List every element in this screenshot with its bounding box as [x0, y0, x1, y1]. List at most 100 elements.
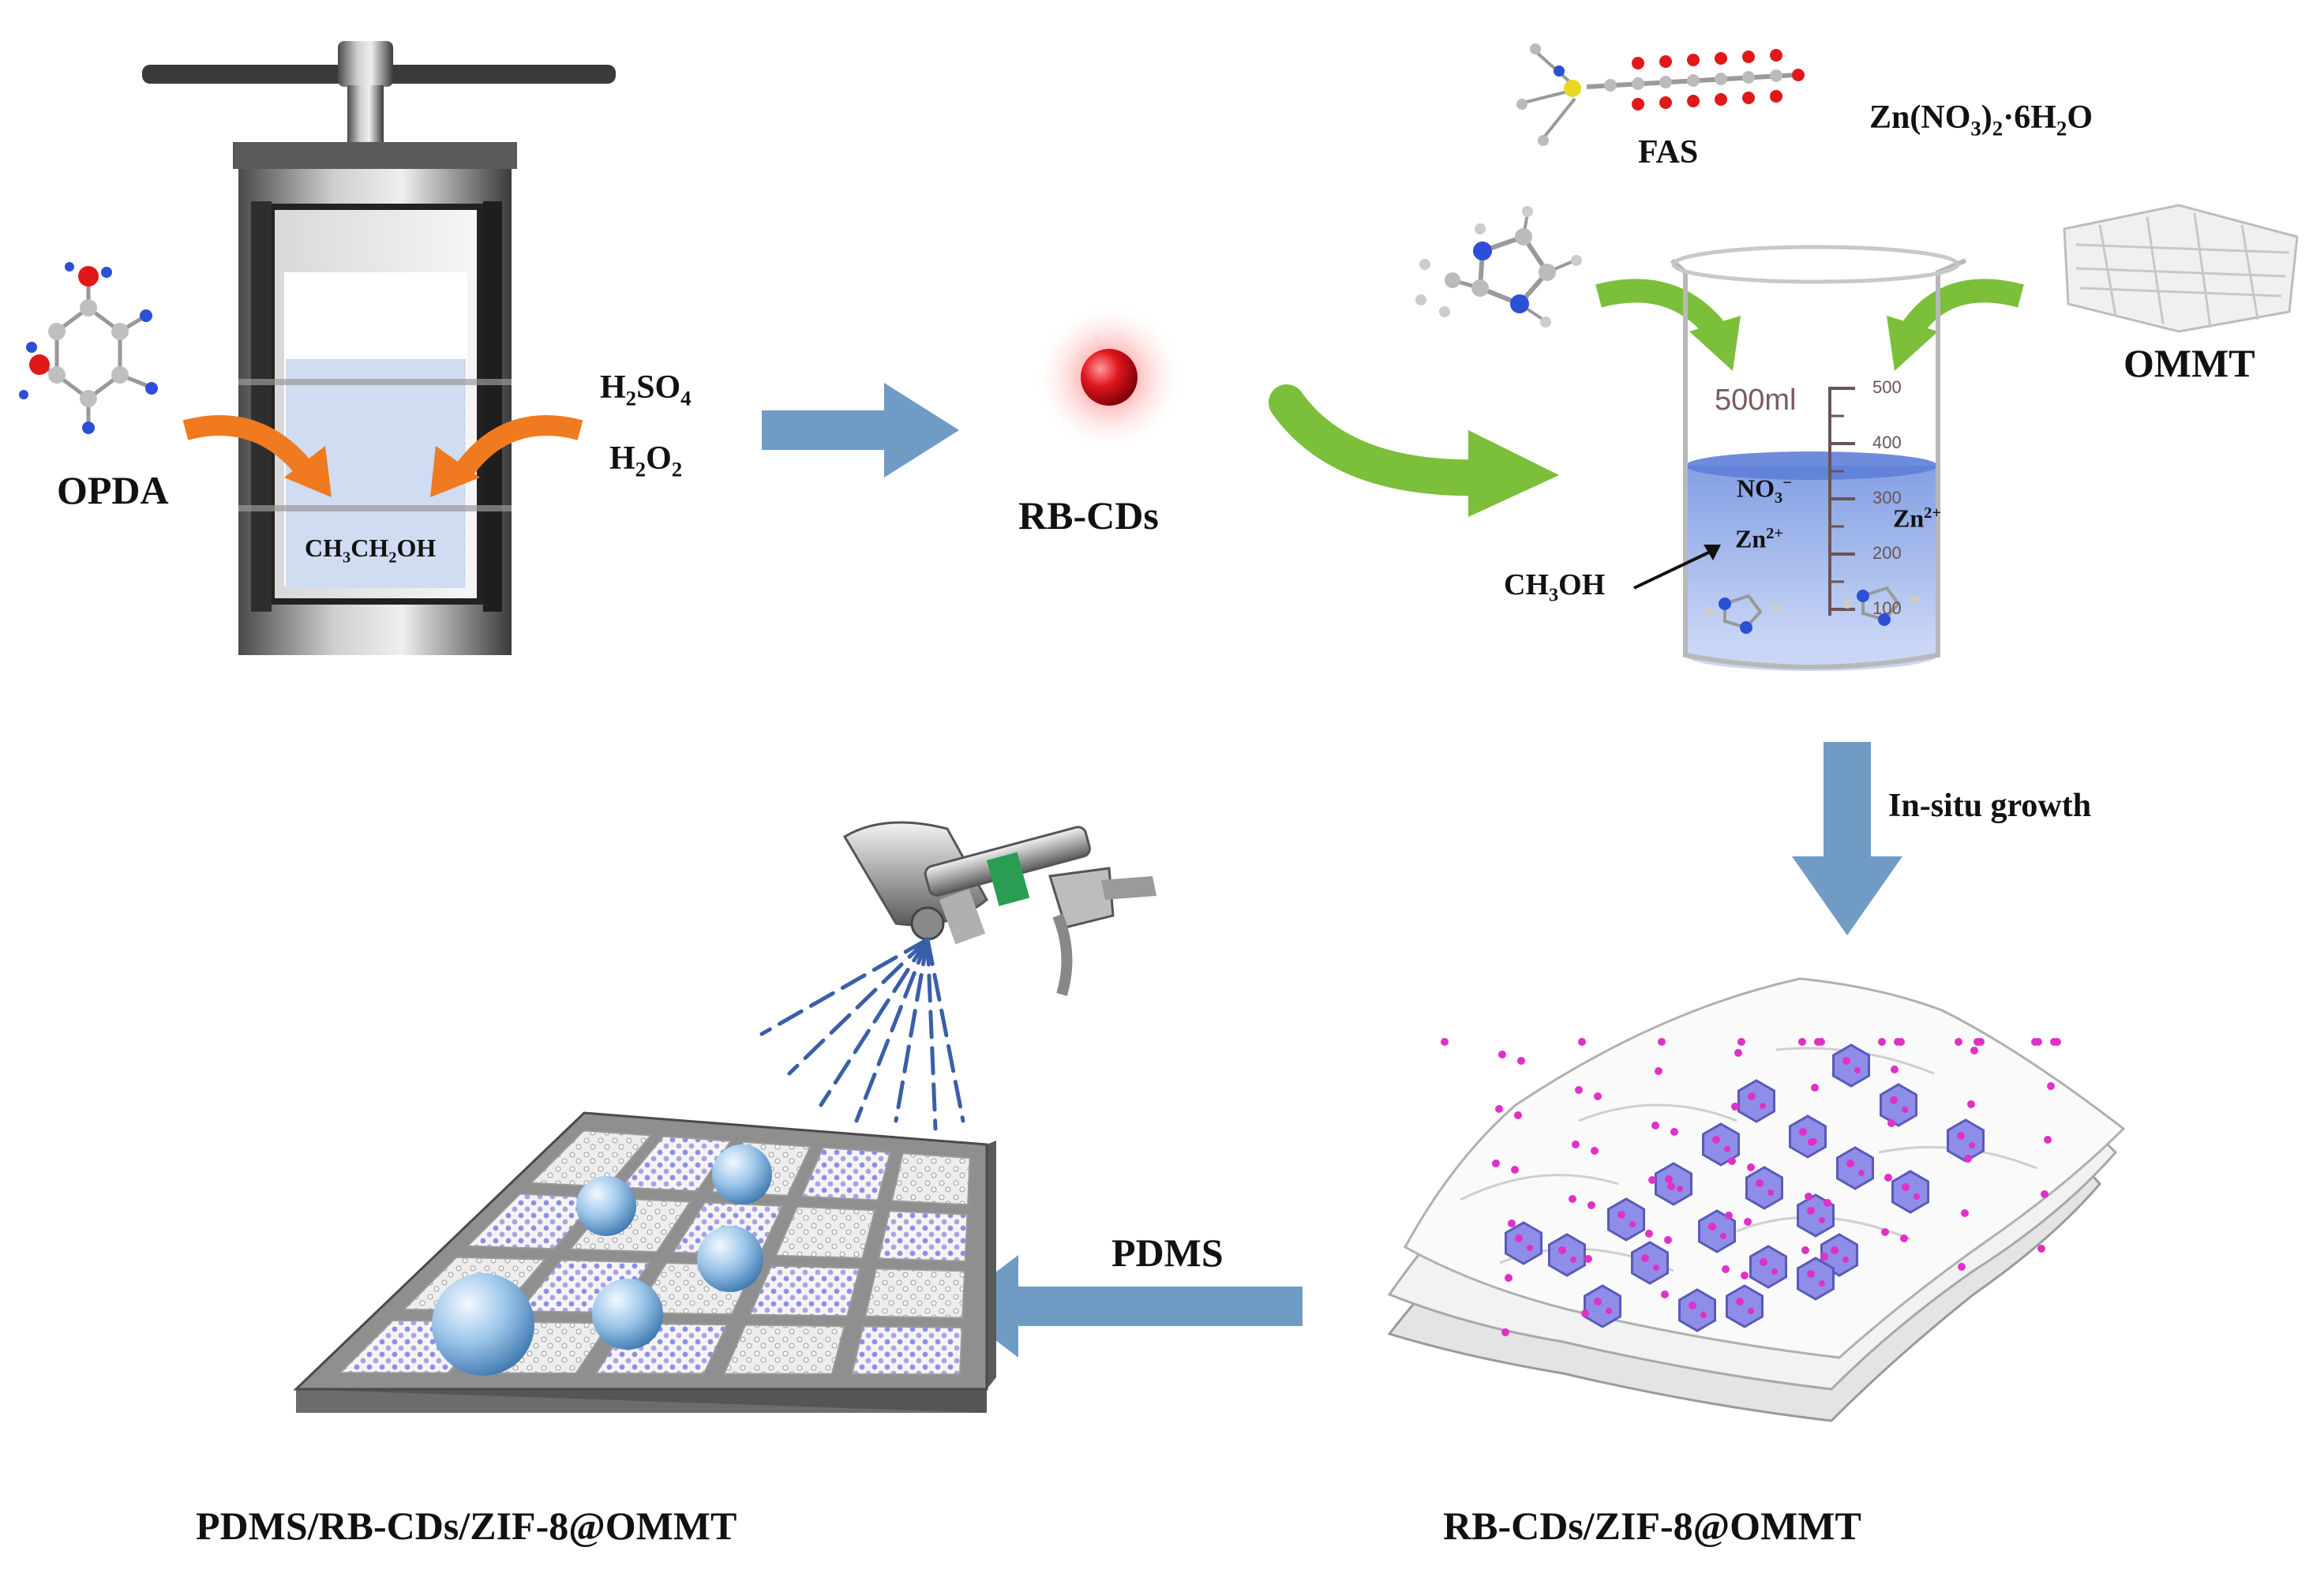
zif-crystal — [1745, 1166, 1783, 1210]
zif-crystal — [1832, 1043, 1870, 1088]
zif-crystal — [1789, 1114, 1827, 1159]
carbon-dot — [1651, 1122, 1659, 1129]
carbon-dot — [1958, 1263, 1966, 1271]
zif-crystal — [1737, 1079, 1775, 1123]
grad-400: 400 — [1872, 433, 1902, 452]
carbon-dot — [1517, 1057, 1525, 1065]
carbon-dot — [1891, 1066, 1899, 1073]
carbon-dot — [1744, 1218, 1752, 1226]
coating-tile — [774, 1205, 876, 1260]
carbon-dot — [1728, 1157, 1736, 1165]
carbon-dot — [1495, 1105, 1503, 1113]
coating-tile — [851, 1325, 963, 1376]
coating-tile — [529, 1129, 653, 1188]
grad-500: 500 — [1872, 377, 1902, 397]
grad-200: 200 — [1872, 543, 1902, 563]
carbon-dot — [1747, 1163, 1755, 1171]
ommt-sheet — [2063, 204, 2299, 333]
green-arrow-beaker-right — [1900, 279, 2024, 339]
carbon-dot — [1881, 1228, 1889, 1236]
carbon-dot — [1505, 1274, 1512, 1282]
coating-tile — [890, 1152, 971, 1206]
ommt-label: OMMT — [2123, 341, 2255, 385]
coating-tile — [619, 1135, 733, 1193]
carbon-dot — [1587, 1201, 1595, 1209]
carbon-dot — [1655, 1067, 1662, 1075]
carbon-dot — [1970, 1047, 1978, 1054]
carbon-dot — [1722, 1265, 1730, 1273]
carbon-dot — [1805, 1193, 1812, 1201]
carbon-dot — [1967, 1100, 1975, 1108]
carbon-dot — [1670, 1128, 1678, 1136]
carbon-dot — [1578, 1038, 1586, 1046]
carbon-dot — [1964, 1155, 1972, 1163]
blue-arrow-pdms — [951, 1255, 1303, 1358]
zinc-ion-left: Zn2+ — [1735, 524, 1784, 553]
carbon-dot — [1661, 1290, 1669, 1298]
rbcds-particle — [1034, 302, 1184, 452]
h2so4-label: H2SO4 — [600, 369, 692, 410]
carbon-dot — [1584, 1255, 1592, 1263]
opda-label: OPDA — [57, 468, 169, 512]
carbon-dot — [1894, 1038, 1902, 1046]
zif-crystal — [1698, 1209, 1736, 1253]
blue-arrow-insitu — [1792, 742, 1902, 935]
carbon-dot — [2041, 1190, 2048, 1198]
zif-crystal — [1880, 1083, 1917, 1127]
carbon-dot — [1974, 1038, 1981, 1046]
zif-crystal — [1891, 1170, 1929, 1214]
carbon-dot — [1820, 1253, 1828, 1260]
carbon-dot — [1508, 1219, 1516, 1227]
zinc-nitrate-label: Zn(NO3)2·6H2O — [1869, 99, 2093, 140]
zif-crystal — [1797, 1257, 1835, 1301]
carbon-dot — [1741, 1272, 1749, 1279]
orange-arrow-right — [453, 415, 583, 480]
carbon-dot — [1731, 1103, 1739, 1111]
carbon-dot — [1648, 1176, 1656, 1184]
imidazole-molecule — [1415, 206, 1582, 328]
zif-crystal — [1607, 1197, 1645, 1242]
carbon-dot — [1725, 1212, 1733, 1219]
zif-crystal — [1820, 1233, 1858, 1277]
orange-arrow-left — [182, 415, 317, 480]
carbon-dot — [2050, 1038, 2058, 1046]
carbon-dot — [1569, 1195, 1576, 1203]
carbon-dot — [1801, 1246, 1809, 1254]
zif-crystal — [1584, 1284, 1621, 1328]
carbon-dot — [1667, 1182, 1675, 1190]
coating-label: PDMS/RB-CDs/ZIF-8@OMMT — [196, 1504, 737, 1548]
carbon-dot — [1900, 1234, 1908, 1242]
zif-crystal — [1726, 1284, 1764, 1328]
carbon-dot — [1878, 1038, 1886, 1046]
carbon-dot — [2044, 1136, 2052, 1144]
carbon-dot — [1591, 1147, 1599, 1155]
autoclave-reactor — [142, 41, 616, 655]
zif-crystal — [1548, 1233, 1586, 1277]
zif-crystal — [1505, 1221, 1542, 1265]
h2o2-label: H2O2 — [609, 440, 683, 481]
insitu-growth-label: In-situ growth — [1888, 788, 2092, 824]
blue-arrow-to-rbcds — [762, 383, 959, 478]
grad-100: 100 — [1872, 598, 1902, 618]
coating-tile — [800, 1146, 891, 1201]
carbon-dot — [1572, 1141, 1580, 1148]
carbon-dot-group — [1441, 1038, 2061, 1336]
fas-label: FAS — [1638, 134, 1699, 170]
carbon-dot — [1734, 1049, 1742, 1057]
zif-crystal — [1947, 1118, 1985, 1163]
carbon-dot — [1645, 1230, 1653, 1238]
beaker — [1633, 245, 1967, 671]
carbon-dot — [1824, 1199, 1831, 1207]
nitrate-ion: NO3− — [1737, 474, 1792, 508]
zif-crystal — [1631, 1241, 1669, 1285]
coating-tile — [877, 1210, 969, 1263]
zif-crystal — [1678, 1288, 1716, 1332]
carbon-dot — [1798, 1038, 1806, 1046]
zinc-ion-right: Zn2+ — [1893, 504, 1942, 533]
carbon-dot — [1514, 1111, 1522, 1119]
composite-label: RB-CDs/ZIF-8@OMMT — [1443, 1504, 1861, 1548]
carbon-dot — [1808, 1138, 1816, 1146]
carbon-dot — [1575, 1086, 1583, 1094]
ethanol-label: CH3CH2OH — [305, 534, 437, 567]
